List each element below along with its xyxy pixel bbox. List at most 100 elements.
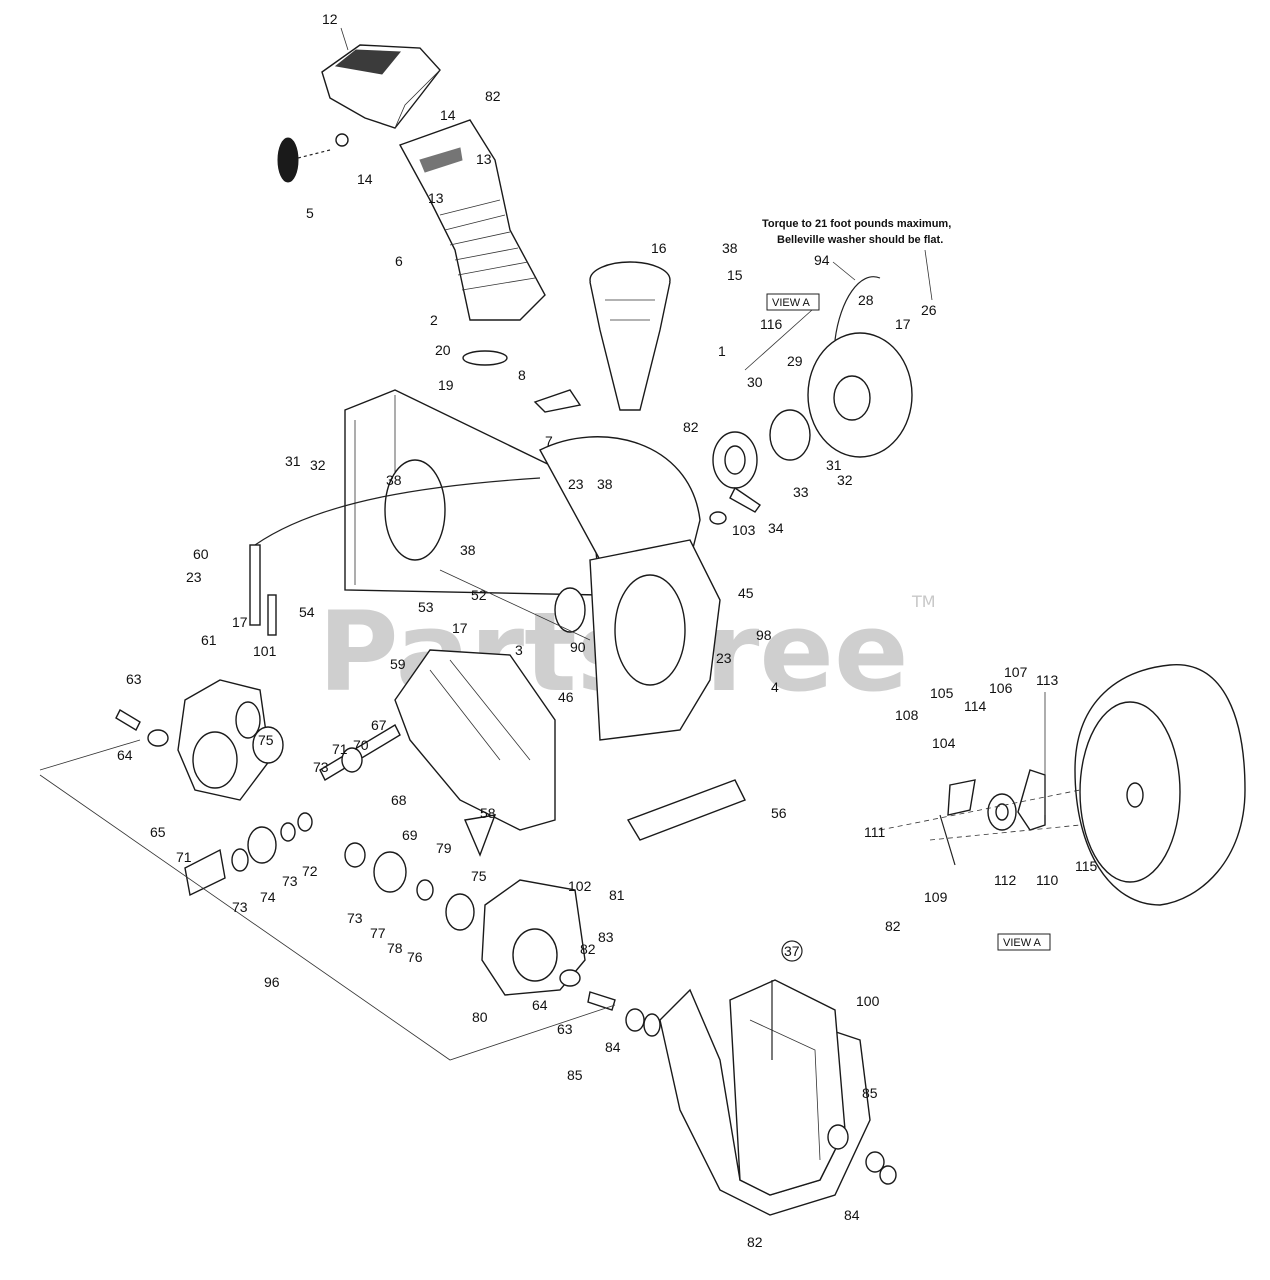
callout-label: 38	[597, 476, 613, 492]
callout-label: 85	[862, 1085, 878, 1101]
callout-label: 75	[258, 732, 274, 748]
callout-label: 107	[1004, 664, 1028, 680]
callout-label: 74	[260, 889, 276, 905]
washer-73	[231, 848, 249, 872]
bearing-64b	[559, 969, 581, 987]
callout-label: 19	[438, 377, 454, 393]
washer-73b	[280, 822, 296, 842]
callout-label: 32	[310, 457, 326, 473]
callout-label: 98	[756, 627, 772, 643]
callout-label: 110	[1036, 872, 1059, 888]
svg-text:VIEW A: VIEW A	[772, 297, 811, 309]
callout-label: 72	[302, 863, 318, 879]
callout-label: 73	[232, 899, 248, 915]
callout-label: 104	[932, 735, 956, 751]
torque-note-line2: Belleville washer should be flat.	[777, 234, 943, 246]
bearing-85	[643, 1013, 661, 1037]
callout-label: 45	[738, 585, 754, 601]
callout-label: 2	[430, 312, 438, 328]
callout-label: 90	[570, 639, 586, 655]
callout-label: 38	[386, 472, 402, 488]
callout-label: 67	[371, 717, 387, 733]
callout-label: 84	[844, 1207, 860, 1223]
bushing-75	[252, 726, 284, 764]
callout-label: 54	[299, 604, 315, 620]
callout-label: 4	[771, 679, 779, 695]
callout-label: 53	[418, 599, 434, 615]
gear-housing-left	[177, 679, 271, 801]
callout-label: 76	[407, 949, 423, 965]
auger-spiral	[659, 979, 897, 1216]
callout-label: 7	[545, 433, 553, 449]
callout-label: 71	[332, 741, 348, 757]
auger-housing	[344, 389, 721, 741]
callout-label: 83	[598, 929, 614, 945]
callout-label: 71	[176, 849, 192, 865]
bracket-60	[249, 544, 261, 626]
callout-label: 23	[186, 569, 202, 585]
callout-label: 58	[480, 805, 496, 821]
callout-label: 82	[683, 419, 699, 435]
callout-label: 70	[353, 737, 369, 753]
callout-label: 34	[768, 520, 784, 536]
callout-label: 64	[117, 747, 133, 763]
callout-label: 80	[472, 1009, 488, 1025]
callout-label: 32	[837, 472, 853, 488]
callout-label: 15	[727, 267, 743, 283]
view-a-assembly	[939, 664, 1246, 906]
callout-label: 114	[964, 698, 987, 714]
callout-label: 16	[651, 240, 667, 256]
callout-label: 111	[864, 824, 885, 840]
chute-ring	[462, 350, 508, 366]
callout-label: 28	[858, 292, 874, 308]
chute-bracket	[533, 389, 582, 413]
callout-label: 78	[387, 940, 403, 956]
chute-deflector	[321, 44, 441, 129]
view-a-box-bottom: VIEW A	[997, 933, 1051, 951]
shaft-63	[115, 709, 141, 731]
washer-73c	[344, 842, 366, 868]
worm-74	[247, 826, 277, 864]
callout-label: 17	[452, 620, 468, 636]
callout-label: 20	[435, 342, 451, 358]
callout-label: 23	[716, 650, 732, 666]
callout-label: 6	[395, 253, 403, 269]
spacer-71	[184, 848, 226, 897]
callout-label: 106	[989, 680, 1013, 696]
callout-label: 69	[402, 827, 418, 843]
callout-label: 102	[568, 878, 592, 894]
callout-label: 109	[924, 889, 948, 905]
bearing-84	[625, 1008, 645, 1032]
callout-label: 103	[732, 522, 756, 538]
callout-label: 46	[558, 689, 574, 705]
callout-label: 31	[285, 453, 301, 469]
washer-72	[297, 812, 313, 832]
gear-housing-right	[481, 879, 586, 996]
callout-label: 84	[605, 1039, 621, 1055]
washer-76	[416, 879, 434, 901]
skid-shoe	[626, 779, 746, 841]
callout-label: 116	[760, 316, 783, 332]
callout-label: 29	[787, 353, 803, 369]
callout-label: 101	[253, 643, 277, 659]
leader-lines	[39, 27, 1081, 1061]
callout-label: 23	[568, 476, 584, 492]
callout-label: 85	[567, 1067, 583, 1083]
callout-label: 113	[1036, 672, 1059, 688]
callout-label: 59	[390, 656, 406, 672]
callout-label: 77	[370, 925, 386, 941]
callout-label: 82	[885, 918, 901, 934]
callout-label: 13	[476, 151, 492, 167]
callout-label: 73	[313, 759, 329, 775]
callout-37-circle	[781, 940, 803, 962]
callout-label: 38	[460, 542, 476, 558]
svg-text:VIEW A: VIEW A	[1003, 937, 1042, 949]
callout-label: 17	[232, 614, 248, 630]
callout-label: 73	[347, 910, 363, 926]
callout-label: 14	[440, 107, 456, 123]
impeller	[394, 649, 556, 857]
callout-label: 64	[532, 997, 548, 1013]
bearing-64	[147, 729, 169, 747]
pulley-assembly	[709, 276, 913, 525]
